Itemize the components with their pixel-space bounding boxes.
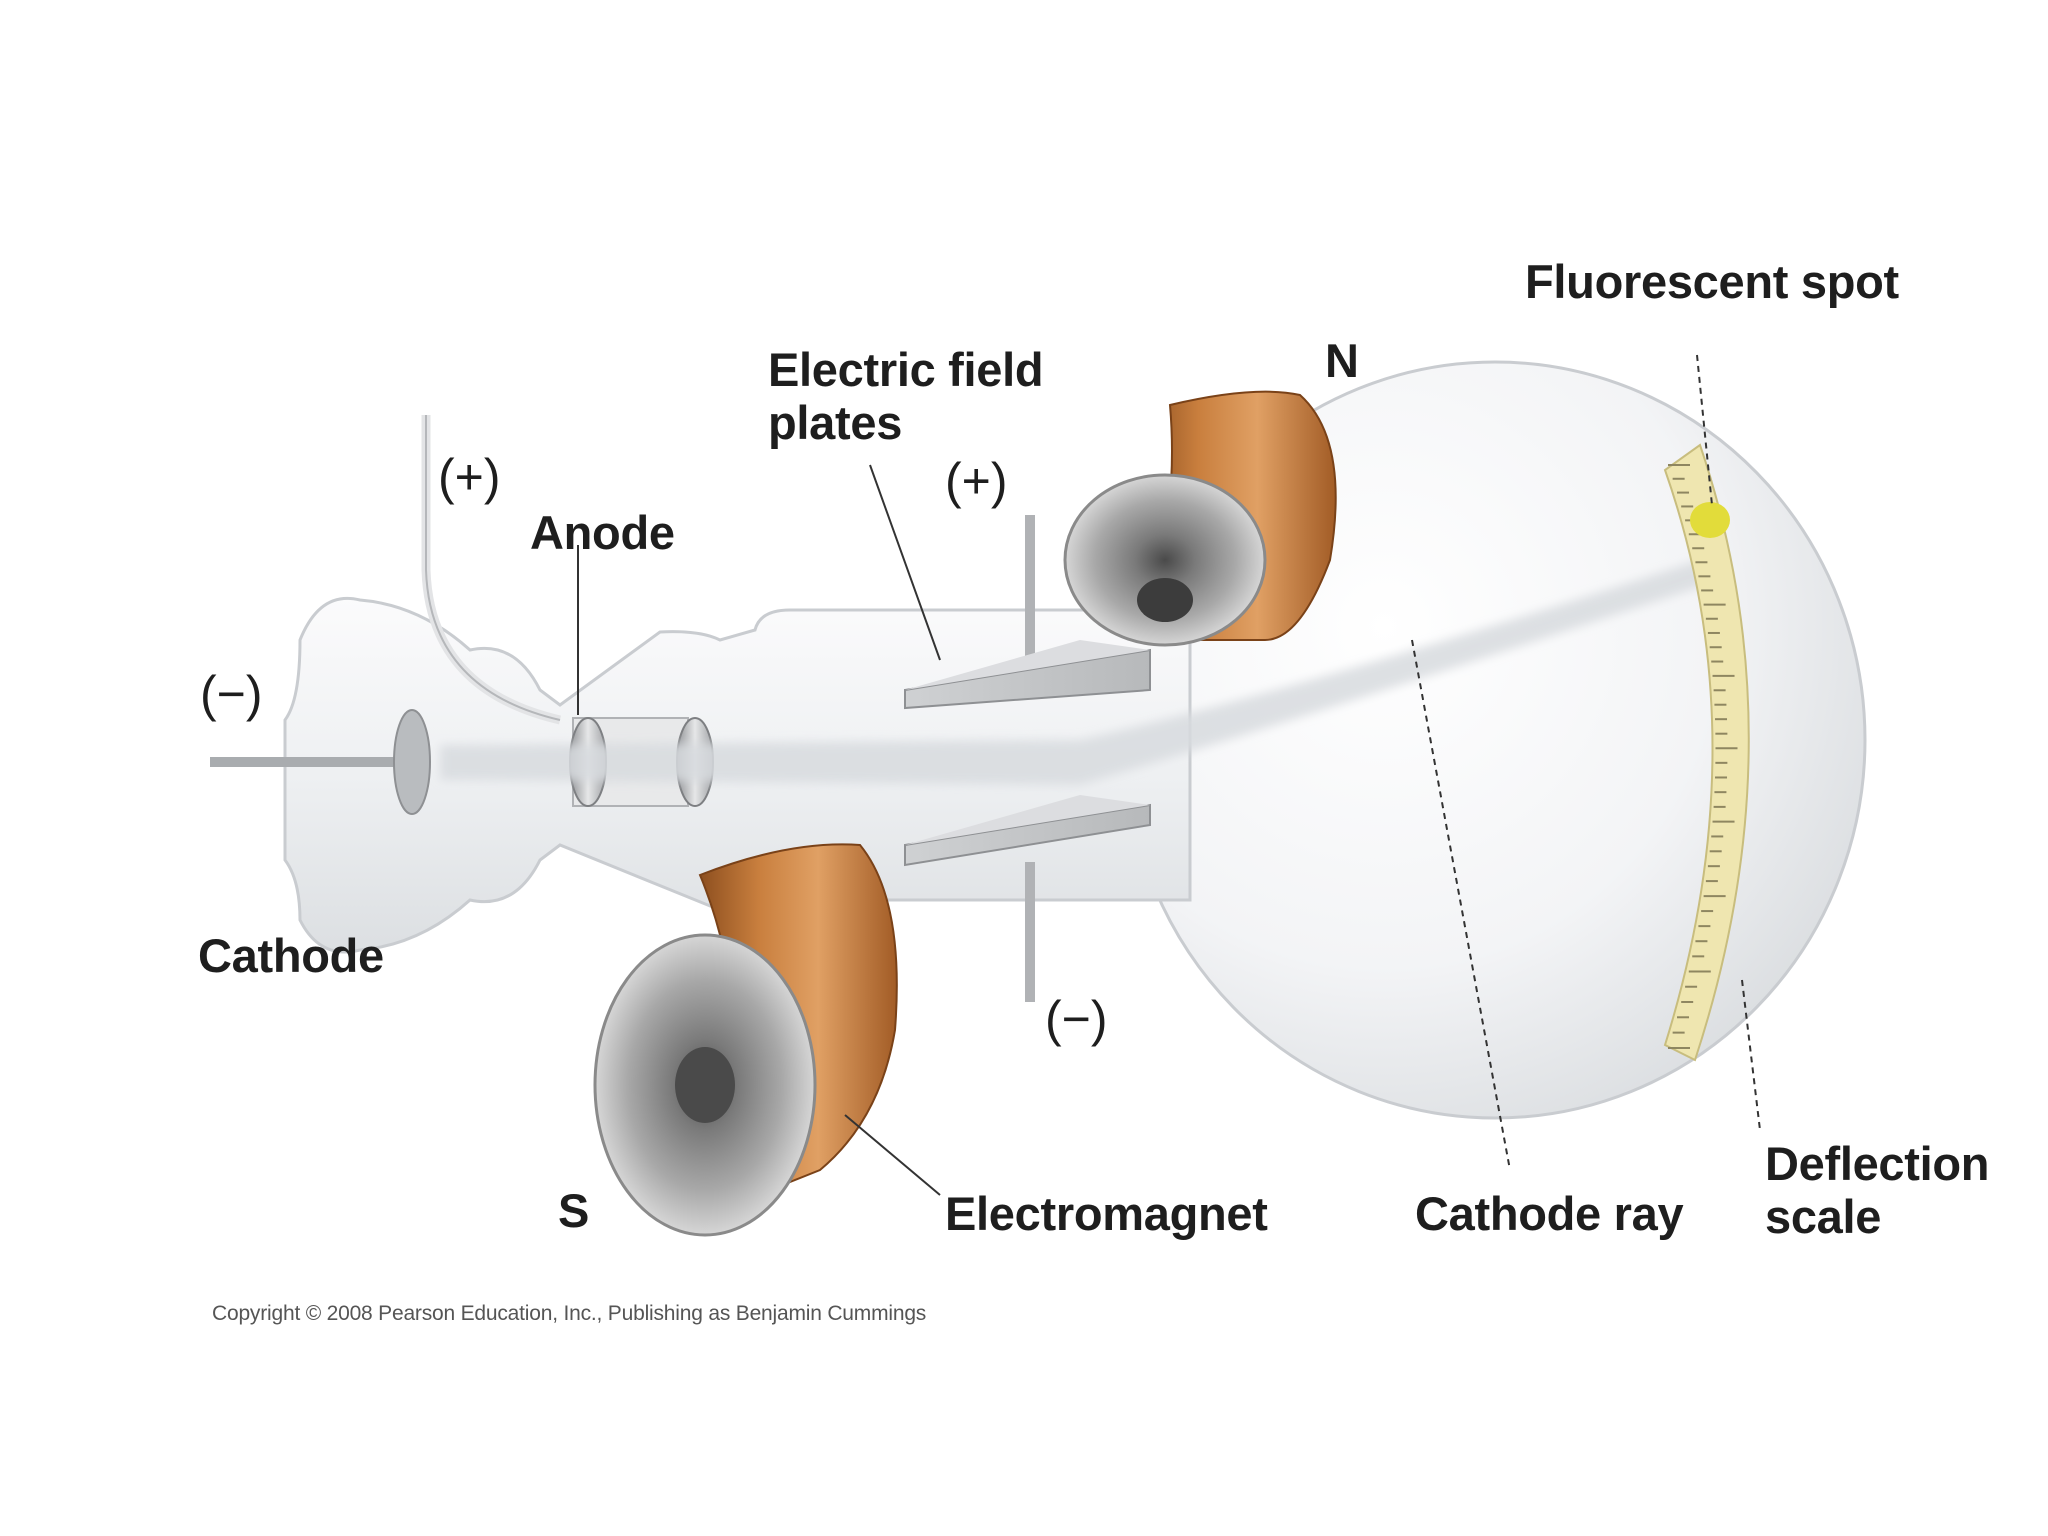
fluorescent-spot — [1690, 502, 1730, 538]
electric-field-plates-label: Electric field plates — [768, 343, 1044, 449]
north-pole-label: N — [1325, 334, 1359, 387]
deflection-scale-label-line1: Deflection — [1765, 1137, 1990, 1190]
cathode-negative-sign: (−) — [200, 666, 263, 722]
anode-label: Anode — [530, 506, 675, 559]
electric-field-plates-label-line2: plates — [768, 395, 903, 449]
deflection-scale-label: Deflection scale — [1765, 1137, 1990, 1243]
electromagnet-north — [1063, 390, 1337, 647]
electric-field-plates — [904, 515, 1151, 1002]
electromagnet-south — [593, 843, 898, 1237]
deflection-scale-label-line2: scale — [1765, 1189, 1882, 1243]
plate-positive-sign: (+) — [945, 453, 1008, 509]
cathode-ray-beam — [440, 560, 1705, 785]
south-pole-label: S — [558, 1184, 590, 1237]
copyright-notice: Copyright © 2008 Pearson Education, Inc.… — [212, 1302, 927, 1325]
cathode-label: Cathode — [198, 929, 384, 982]
electromagnet-label: Electromagnet — [945, 1187, 1268, 1240]
solid-leader-lines — [577, 464, 941, 1196]
leader-lines — [1411, 354, 1761, 1171]
anode-positive-sign: (+) — [438, 449, 501, 505]
plate-negative-sign: (−) — [1045, 991, 1108, 1047]
electric-field-plates-label-line1: Electric field — [768, 343, 1044, 396]
cathode-ray-label: Cathode ray — [1415, 1187, 1684, 1240]
fluorescent-spot-label: Fluorescent spot — [1525, 255, 1899, 308]
